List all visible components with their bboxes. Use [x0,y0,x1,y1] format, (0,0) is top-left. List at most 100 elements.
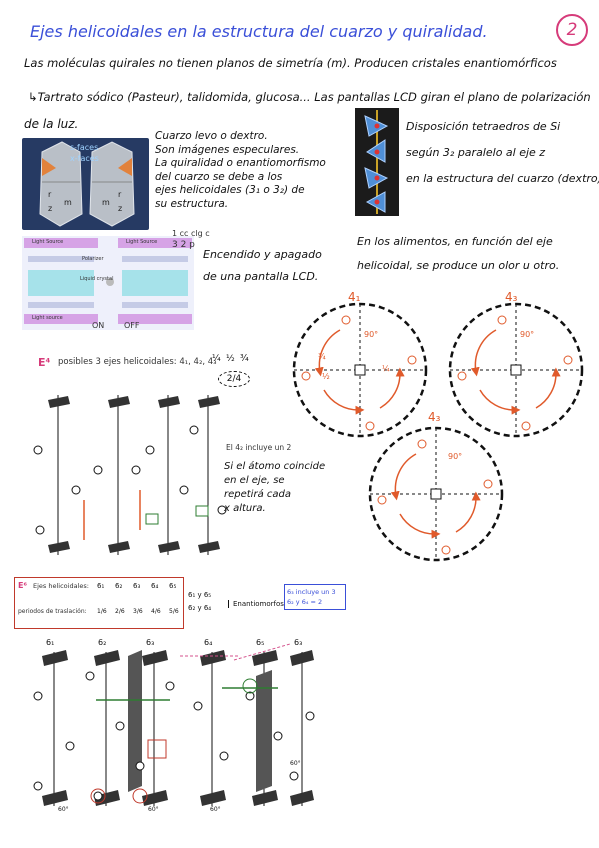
quartz-note-line: del cuarzo se debe a los [155,170,283,183]
e4-handnote-line: en el eje, se [224,475,285,486]
quartz-face-label: r [48,190,52,199]
food-note-line: En los alimentos, en función del eje [357,235,553,248]
quartz-label-bottom: x-faces [70,154,99,163]
bottom-axis-label: 6₂ [98,638,107,647]
e6-note-line: 6₂ y 6₄ = 2 [287,598,323,606]
e6-axis: 6₄ [151,582,159,590]
lcd-label: Light source [32,315,63,321]
e6-note-box: 6₃ incluye un 3 6₂ y 6₄ = 2 [284,584,346,610]
lcd-note: Encendido y apagado de una pantalla LCD. [203,244,322,288]
e6-period: 5/6 [169,608,179,615]
e6-axis: 6₃ [133,582,141,590]
quartz-label-top: s-faces [70,143,99,152]
e6-note-line: 6₃ incluye un 3 [287,588,336,596]
e4-handnote-line: x altura. [224,503,266,514]
quartz-note-line: Son imágenes especulares. [155,143,300,156]
tetra-note-line: según 3₂ paralelo al eje z [406,146,546,159]
quartz-note-line: Cuarzo levo o dextro. [155,130,268,142]
e4-helical-axes-drawing [33,395,227,555]
e6-axis: 6₅ [169,582,177,590]
e6-enantio-pair: 6₂ y 6₄ [188,604,212,612]
lcd-note-line: de una pantalla LCD. [203,270,319,283]
bottom-angle: 60° [210,806,221,813]
quartz-crystals-drawing [39,141,135,227]
arrow-line-continued: de la luz. [24,117,79,131]
circle-label: 4₁ [348,290,361,304]
e4-handnote-line: repetirá cada [224,489,291,500]
e6-row-label: periodos de traslación: [18,608,87,615]
helical-axes-circles [292,302,584,562]
e4-ratio: 2/4 [218,371,250,387]
e4-fraction: ¼ [212,354,221,364]
lcd-small-note: 3 2 p [172,240,195,250]
e6-table: E⁶ Ejes helicoidales: periodos de trasla… [14,577,184,629]
lcd-small-note: 1 cc clg c [172,229,210,238]
e4-handnote: Si el átomo coincide en el eje, se repet… [224,460,325,516]
quartz-face-label: m [102,198,110,207]
e6-period: 4/6 [151,608,161,615]
e6-axis: 6₁ [97,582,105,590]
circle-angle: 90° [448,452,463,461]
lcd-label: Liquid crystal [80,276,114,282]
quartz-notes: Cuarzo levo o dextro. Son imágenes espec… [155,130,326,211]
helical-circle-4-1 [292,302,428,438]
bottom-axis-label: 6₃ [294,638,303,647]
e4-fraction: ½ [226,354,235,364]
e6-period: 2/6 [115,608,125,615]
e4-note42: El 4₂ incluye un 2 [226,443,292,452]
quartz-note-line: ejes helicoidales (3₁ o 3₂) de [155,184,305,196]
e4-text: posibles 3 ejes helicoidales: 4₁, 4₂, 4₃ [58,357,217,367]
quartz-face-label: r [118,190,122,199]
bottom-axis-label: 6₅ [256,638,265,647]
bottom-angle: 60° [58,806,69,813]
lcd-label: Light Source [126,239,158,245]
bottom-axis-label: 6₁ [46,638,55,647]
circle-label: 4₃ [505,290,518,304]
quartz-note-line: La quiralidad o enantiomorfismo [155,157,326,169]
e6-enantio-pair: 6₁ y 6₅ [188,591,212,599]
circle-fraction: ¾ [318,352,326,361]
tetra-notes: Disposición tetraedros de Si según 3₂ pa… [406,114,599,192]
page-title: Ejes helicoidales en la estructura del c… [30,22,488,41]
helical-circle-4-3-bottom [368,426,504,562]
lcd-label: Polarizer [82,256,104,262]
lcd-label: Light Source [32,239,64,245]
helical-circle-4-3-right [448,302,584,438]
food-note-line: helicoidal, se produce un olor u otro. [357,259,560,272]
e6-label: E⁶ [18,581,27,590]
lcd-state-on: ON [92,321,105,330]
bottom-axis-label: 6₄ [204,638,213,647]
e6-period: 3/6 [133,608,143,615]
e6-axis: 6₂ [115,582,123,590]
lcd-layers-drawing [24,238,192,324]
quartz-note-line: su estructura. [155,197,229,210]
tetrahedra-chain-drawing [364,110,389,214]
bottom-axis-label: 6₃ [146,638,155,647]
bottom-angle: 60° [290,760,301,767]
page-number: 2 [556,14,588,46]
quartz-face-label: z [48,204,53,213]
circle-fraction: ½ [322,372,330,381]
arrow-line: ↳Tartrato sódico (Pasteur), talidomida, … [28,90,591,104]
quartz-face-label: m [64,198,72,207]
circle-label: 4₃ [428,410,441,424]
e6-period: 1/6 [97,608,107,615]
e4-handnote-line: Si el átomo coincide [224,461,326,472]
circle-angle: 90° [520,330,535,339]
e6-helical-axes-drawing [33,643,315,806]
tetrahedra-chain-image [355,108,399,216]
quartz-face-label: z [118,204,123,213]
tetra-note-line: en la estructura del cuarzo (dextro) [406,172,599,185]
quartz-crystals-photo: s-faces x-faces r z m r z m [22,138,149,230]
e6-header: Ejes helicoidales: [33,582,89,590]
circle-angle: 90° [364,330,379,339]
lcd-diagram: Light Source Light Source Light source P… [22,236,194,330]
e6-enantio-label: Enantiomorfos [228,600,284,608]
intro-line: Las moléculas quirales no tienen planos … [24,56,557,70]
circle-fraction: ¼ [382,364,390,373]
food-note: En los alimentos, en función del eje hel… [357,230,559,278]
lcd-note-line: Encendido y apagado [203,248,322,261]
e4-label: E⁴ [38,356,51,369]
bottom-angle: 60° [148,806,159,813]
tetra-note-line: Disposición tetraedros de Si [406,120,561,133]
